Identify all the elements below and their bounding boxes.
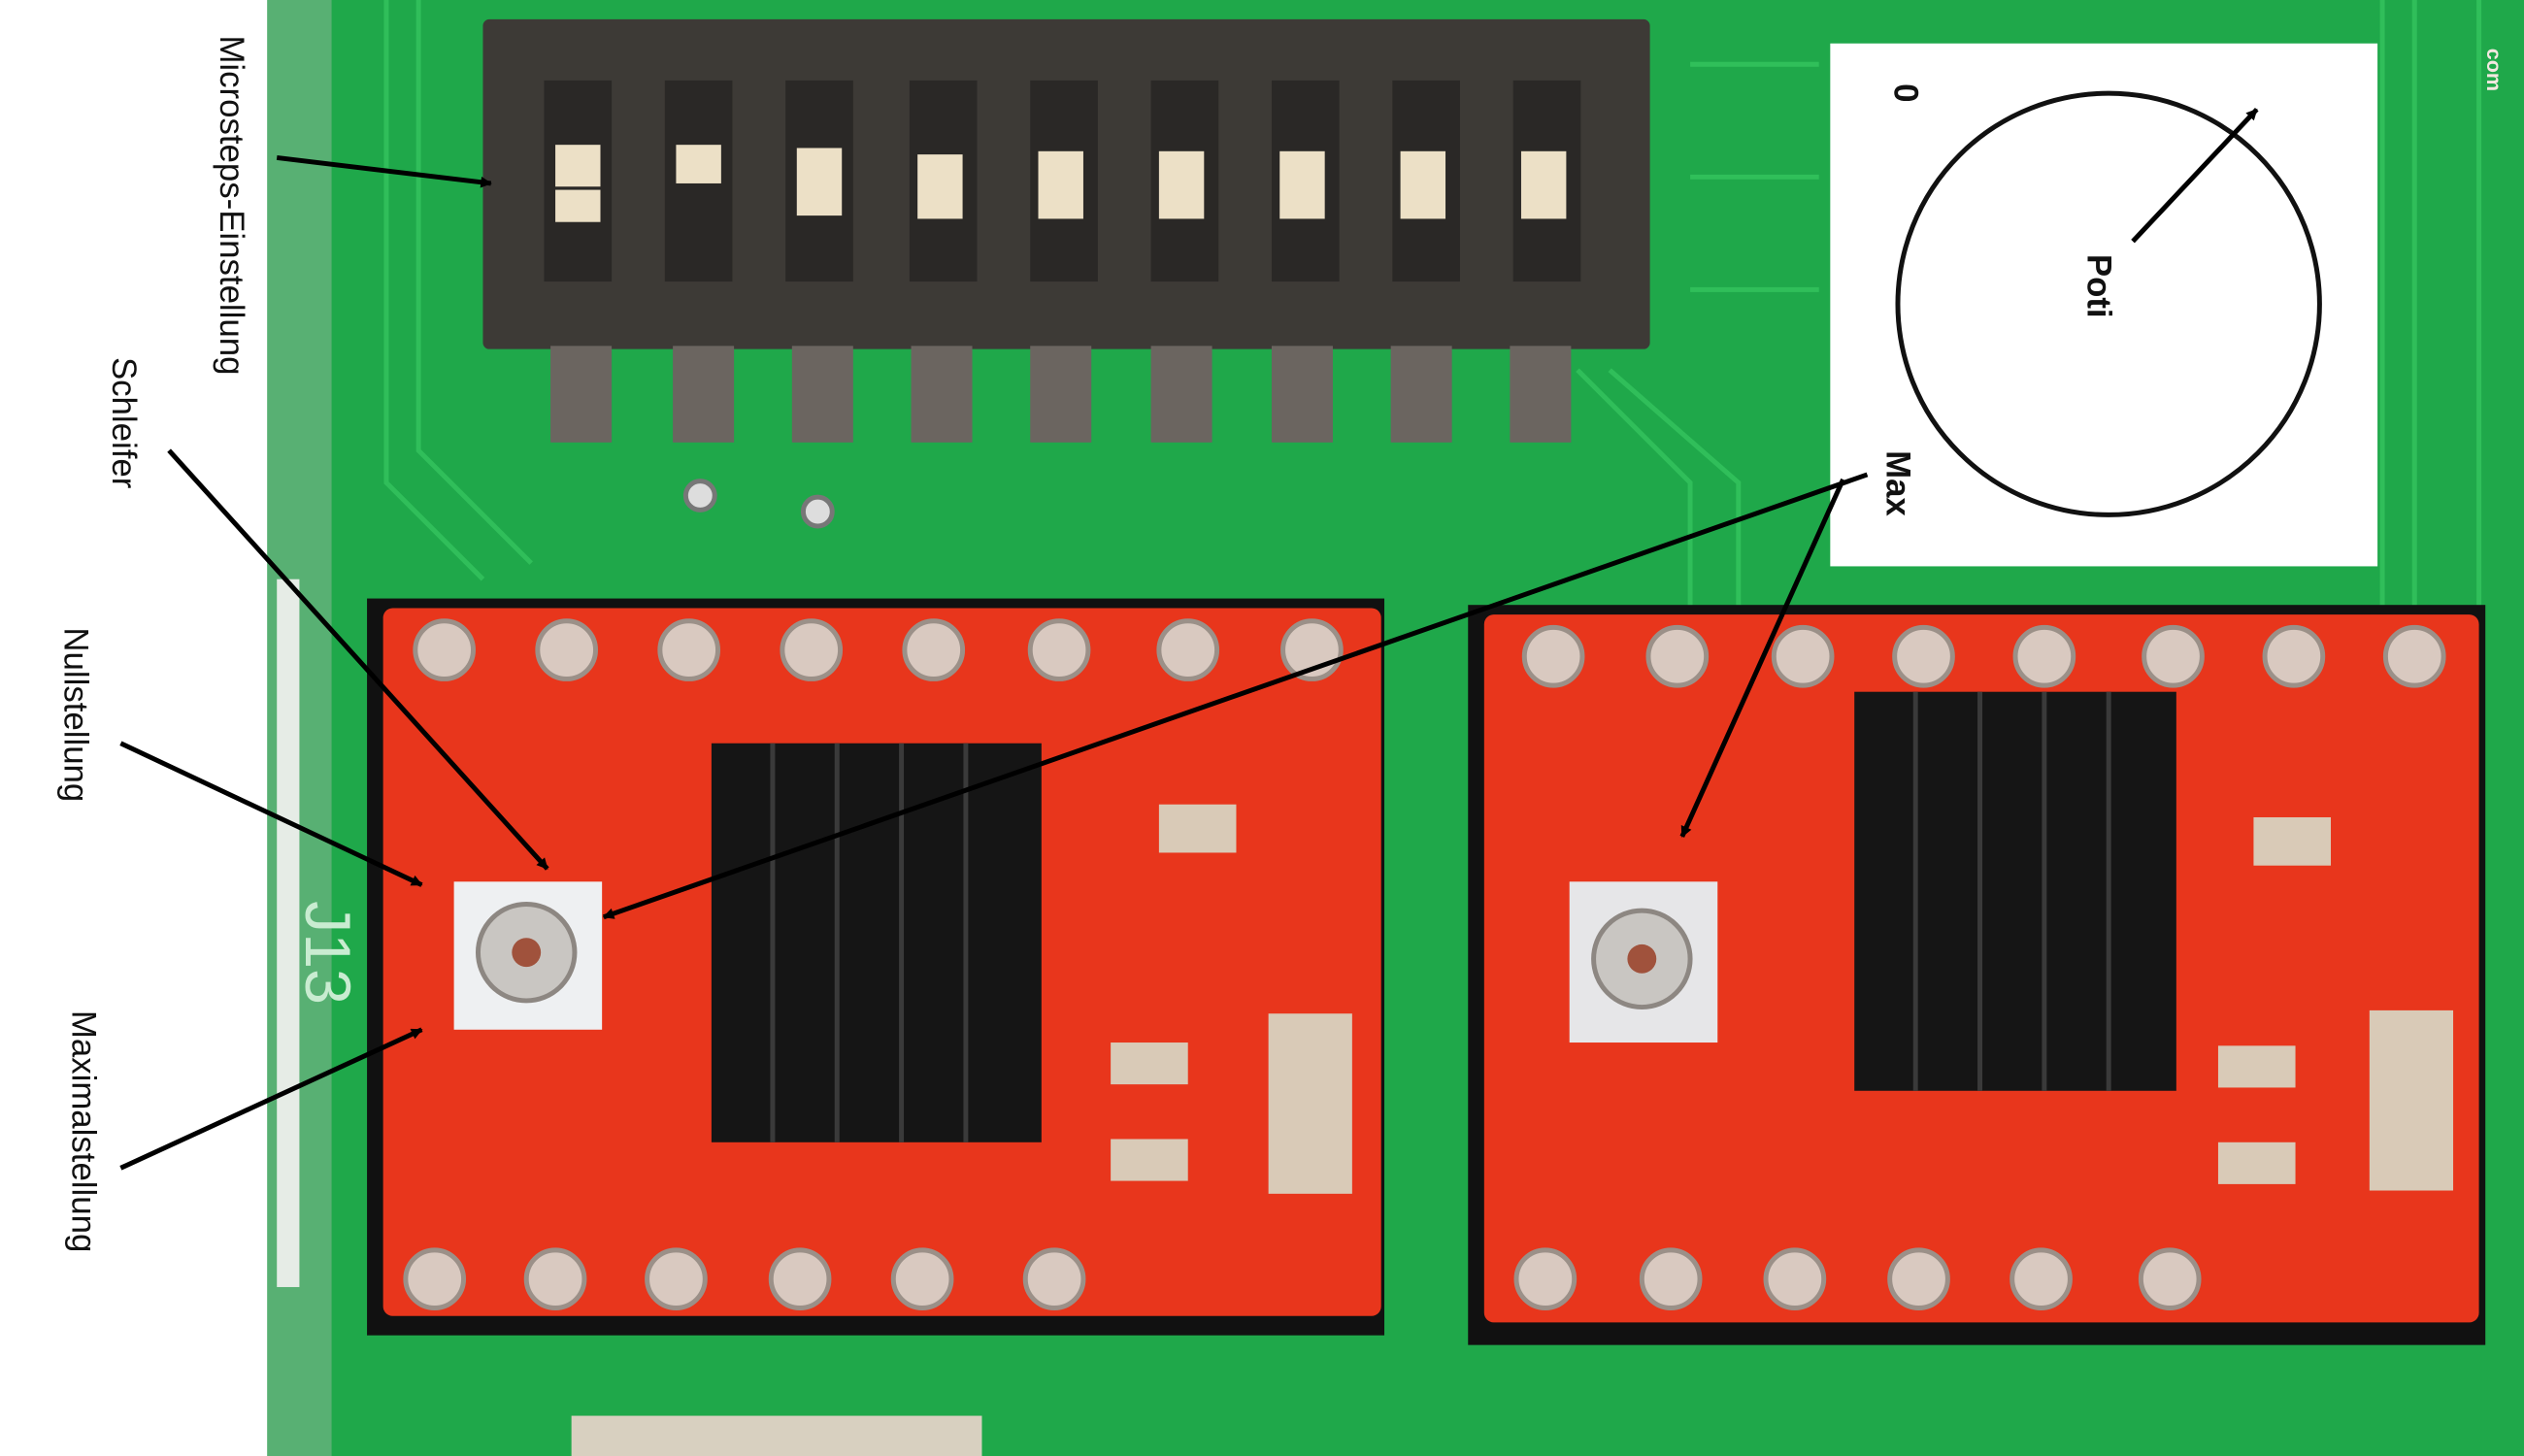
heatsink (711, 743, 1042, 1142)
dip-switch[interactable] (482, 18, 1650, 443)
label-max: Max (1878, 450, 1916, 516)
potentiometer[interactable] (453, 881, 603, 1030)
potentiometer-diagram: 0 Poti (1830, 43, 2378, 567)
heatsink (1854, 691, 2176, 1091)
label-max-position: Maximalstellung (65, 1010, 103, 1252)
label-zero-position: Nullstellung (56, 627, 94, 802)
potentiometer[interactable] (1569, 881, 1718, 1043)
arrow-wiper (167, 448, 549, 871)
arrow-max-position (119, 1027, 423, 1171)
arrow-microsteps (276, 154, 492, 188)
arrow-max-right (1679, 478, 1845, 838)
label-microsteps: Microsteps-Einstellung (213, 35, 250, 375)
stepper-driver-left (367, 598, 1385, 1336)
stepper-driver-right (1468, 605, 2486, 1345)
inset-zero-label: 0 (1887, 83, 1925, 102)
arrow-max-left (602, 472, 1869, 920)
label-margin (0, 0, 268, 1456)
inset-poti-label: Poti (2080, 254, 2118, 318)
svg-text:J13: J13 (291, 901, 363, 1005)
svg-text:com: com (2482, 49, 2507, 91)
annotation-arrows (119, 154, 1869, 1171)
arrow-zero-position (119, 741, 423, 887)
label-wiper: Schleifer (105, 357, 143, 489)
